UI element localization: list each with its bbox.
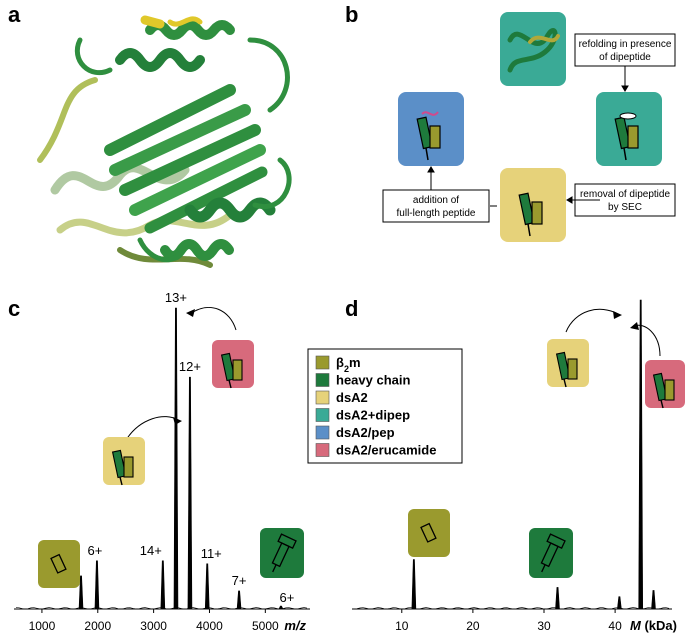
- c-xtick-label: 3000: [140, 619, 167, 633]
- addition-line1: addition of: [413, 195, 459, 206]
- c-complex-icon-eruc: [220, 352, 243, 389]
- c-peak-label: 14+: [140, 543, 162, 558]
- d-peak: [638, 299, 644, 610]
- d-arrow-eruc: [633, 324, 661, 357]
- complex-icon-dsA2: [518, 192, 543, 237]
- legend-label: β2m: [336, 355, 361, 374]
- c-xtick-label: 5000: [252, 619, 279, 633]
- c-heavy-icon: [271, 533, 297, 573]
- d-baseline-trace: [353, 607, 670, 610]
- addition-box: [382, 189, 490, 223]
- d-heavy-icon: [540, 533, 566, 573]
- c-complex-icon-dsA2: [111, 449, 134, 486]
- c-peak-label: 12+: [179, 359, 201, 374]
- d-xlabel-rest: (kDa): [641, 618, 677, 633]
- c-peak-label: 7+: [232, 573, 247, 588]
- tile-refolding: [500, 12, 566, 86]
- panel-label-d: d: [345, 296, 358, 321]
- complex-icon-pep: [416, 111, 441, 161]
- c-peak: [278, 605, 284, 610]
- c-peak: [173, 307, 179, 610]
- legend-label: dsA2: [336, 390, 368, 405]
- cycle-diagram: refolding in presence of dipeptide remov…: [382, 12, 676, 242]
- d-b2m-icon: [420, 522, 437, 543]
- d-peak: [411, 559, 417, 610]
- legend-box: [307, 348, 463, 464]
- c-peak-label: 6+: [280, 590, 295, 605]
- panel-label-b: b: [345, 2, 358, 27]
- c-peak: [236, 590, 242, 610]
- removal-line1: removal of dipeptide: [580, 189, 670, 200]
- d-peak: [651, 590, 656, 610]
- d-heavy-tile: [529, 528, 573, 578]
- spectrum-d: 10 20 30 40 M (kDa): [352, 299, 685, 633]
- legend-swatch: [315, 355, 330, 370]
- c-b2m-icon: [50, 553, 67, 574]
- legend-swatch: [315, 443, 330, 457]
- d-xlabel-italic: M: [630, 618, 642, 633]
- d-arrow-dsA2: [565, 308, 619, 333]
- c-peak: [94, 560, 100, 610]
- c-heavy-tile: [260, 528, 304, 578]
- protein-structure-illustration: [37, 15, 292, 268]
- removal-line2: by SEC: [608, 202, 642, 213]
- c-peak: [204, 563, 210, 610]
- d-xtick-label: 40: [608, 619, 622, 633]
- refold-box: [574, 33, 676, 67]
- c-peak-label: 11+: [201, 546, 222, 561]
- legend-swatch: [315, 390, 330, 405]
- d-xlabel: M (kDa): [630, 618, 677, 633]
- d-complex-icon-dsA2: [555, 351, 578, 388]
- d-complex-icon-eruc: [652, 372, 675, 409]
- legend-label: dsA2/erucamide: [336, 443, 436, 458]
- d-b2m-tile: [408, 509, 450, 557]
- refold-line1: refolding in presence: [579, 39, 672, 50]
- panel-label-a: a: [8, 2, 21, 27]
- d-peak: [555, 587, 560, 610]
- c-peak: [160, 560, 166, 610]
- refold-line2: of dipeptide: [599, 52, 651, 63]
- c-xtick-label: 4000: [196, 619, 223, 633]
- c-b2m-tile: [38, 540, 80, 588]
- c-peak-label: 6+: [88, 543, 103, 558]
- legend-swatch: [315, 425, 330, 440]
- d-xtick-label: 20: [466, 619, 480, 633]
- legend-label: dsA2/pep: [336, 425, 395, 440]
- c-peak: [187, 376, 193, 610]
- c-arrow-dsA2: [125, 416, 179, 441]
- c-peak: [78, 575, 84, 610]
- c-xtick-label: 2000: [84, 619, 111, 633]
- d-xtick-label: 10: [395, 619, 409, 633]
- c-arrow-eruc: [189, 306, 237, 331]
- c-peak-label: 13+: [165, 290, 187, 305]
- addition-line2: full-length peptide: [397, 208, 476, 219]
- legend-label: heavy chain: [336, 373, 410, 388]
- legend-swatch: [315, 373, 330, 387]
- d-peak: [617, 596, 622, 610]
- legend-label: dsA2+dipep: [336, 408, 410, 423]
- c-xlabel: m/z: [284, 618, 306, 633]
- complex-icon-dipep: [614, 112, 639, 161]
- c-xtick-label: 1000: [29, 619, 56, 633]
- spectrum-c: 100020003000400050007+6+14+13+12+11+7+6+…: [14, 290, 310, 633]
- d-xtick-label: 30: [537, 619, 551, 633]
- legend-swatch: [315, 408, 330, 422]
- panel-label-c: c: [8, 296, 20, 321]
